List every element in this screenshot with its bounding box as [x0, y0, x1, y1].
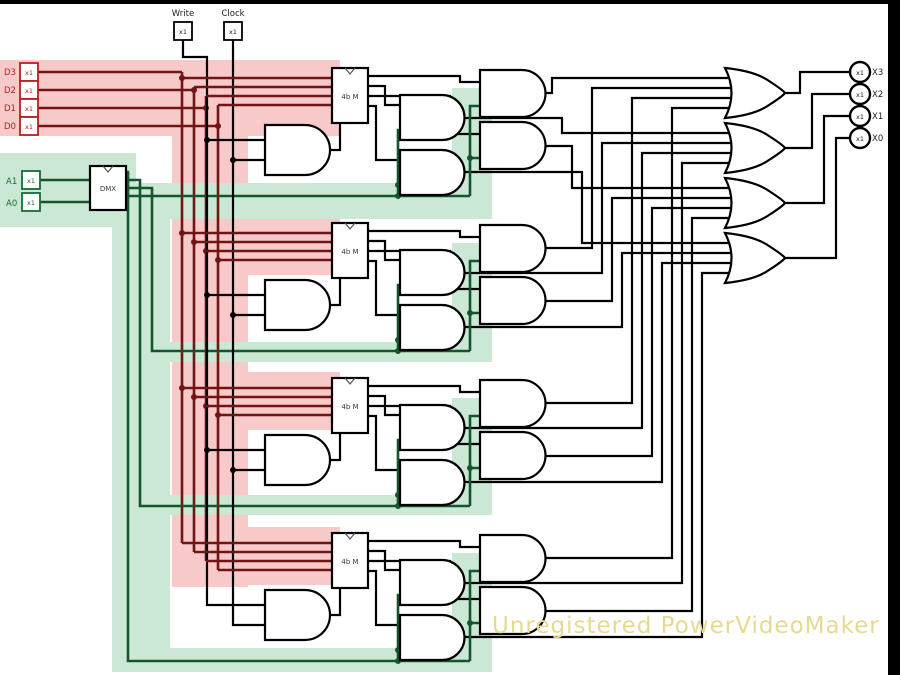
- data-bus-risers: [180, 72, 220, 570]
- top-frame-bar: [0, 0, 900, 4]
- output-pin-circle[interactable]: [848, 60, 872, 84]
- pin-value: x1: [25, 87, 33, 95]
- pin-box[interactable]: [21, 192, 41, 212]
- address-input-pin-a0[interactable]: A0 x1: [6, 192, 41, 212]
- data-pin-wires: [38, 70, 218, 128]
- or-output-wires: [785, 70, 850, 260]
- clock-pin[interactable]: Clock x1: [221, 9, 245, 41]
- pin-label: D0: [4, 122, 16, 132]
- or-gate-x3: [723, 66, 787, 120]
- pin-label: X1: [872, 112, 883, 122]
- mesh-group-4: [465, 106, 732, 639]
- output-pin-x2[interactable]: x1 X2: [848, 82, 883, 106]
- or-gate-x2: [723, 121, 787, 175]
- select-wires: [40, 170, 470, 663]
- demux-notch: [102, 165, 114, 173]
- address-pin-wires: [40, 178, 90, 204]
- watermark-text: Unregistered PowerVideoMaker: [492, 613, 880, 639]
- highlight-band: [200, 372, 340, 430]
- wire-junction: [230, 157, 236, 163]
- output-or-gates: [723, 66, 850, 285]
- wire-junction: [204, 292, 210, 298]
- wire-junction: [230, 467, 236, 473]
- pin-label: D1: [4, 104, 16, 114]
- clock-pin-box[interactable]: [223, 21, 243, 41]
- pin-label: D2: [4, 86, 16, 96]
- wire-junction: [191, 87, 197, 93]
- demux-label: DMX: [100, 185, 116, 193]
- pin-label: D3: [4, 68, 16, 78]
- pin-label: A1: [6, 177, 17, 187]
- pin-value: x1: [856, 69, 864, 77]
- wire-junction: [230, 312, 236, 318]
- data-bus-highlight: [0, 60, 340, 587]
- pin-label: A0: [6, 199, 17, 209]
- pin-value: x1: [27, 199, 35, 207]
- demux-output-wires: [126, 170, 470, 663]
- address-input-pin-a1[interactable]: A1 x1: [6, 170, 41, 190]
- pin-value: x1: [856, 135, 864, 143]
- pin-value: x1: [25, 123, 33, 131]
- mesh-group-1: [465, 76, 732, 245]
- clock-distribution-wire: [231, 40, 265, 627]
- highlight-band: [200, 217, 340, 275]
- clock-pin-value: x1: [229, 28, 237, 36]
- pin-value: x1: [27, 177, 35, 185]
- pin-label: X2: [872, 90, 883, 100]
- write-pin-box[interactable]: [173, 21, 193, 41]
- data-input-pin-d3[interactable]: D3 x1: [4, 62, 39, 82]
- write-clock-wires: [181, 40, 265, 627]
- pin-label: X0: [872, 134, 883, 144]
- output-pin-x3[interactable]: x1 X3: [848, 60, 883, 84]
- highlight-band: [200, 527, 340, 585]
- demux-body: [88, 164, 128, 212]
- output-pin-circle[interactable]: [848, 126, 872, 150]
- pin-value: x1: [856, 91, 864, 99]
- write-distribution-wire: [181, 40, 265, 607]
- clock-pin-label: Clock: [221, 9, 244, 19]
- wire-junction: [215, 123, 221, 129]
- output-pin-circle[interactable]: [848, 82, 872, 106]
- pin-label: X3: [872, 68, 883, 78]
- output-routing-mesh: [465, 76, 732, 639]
- write-pin[interactable]: Write x1: [172, 9, 194, 41]
- pin-box[interactable]: [19, 116, 39, 136]
- or-gate-x1: [723, 176, 787, 230]
- output-pin-circle[interactable]: [848, 104, 872, 128]
- wire-junction: [204, 137, 210, 143]
- wire-junction: [204, 447, 210, 453]
- pin-value: x1: [25, 105, 33, 113]
- output-pin-x1[interactable]: x1 X1: [848, 104, 883, 128]
- or-gate-x0: [723, 231, 787, 285]
- write-pin-value: x1: [179, 28, 187, 36]
- right-frame-bar: [888, 0, 900, 675]
- mesh-group-3: [465, 96, 732, 484]
- pin-box[interactable]: [21, 170, 41, 190]
- demux-block: DMX: [88, 164, 128, 212]
- pin-value: x1: [856, 113, 864, 121]
- data-input-pin-d0[interactable]: D0 x1: [4, 116, 39, 136]
- pin-value: x1: [25, 69, 33, 77]
- write-pin-label: Write: [172, 9, 194, 19]
- output-pin-x0[interactable]: x1 X0: [848, 126, 883, 150]
- mesh-group-2: [465, 86, 732, 329]
